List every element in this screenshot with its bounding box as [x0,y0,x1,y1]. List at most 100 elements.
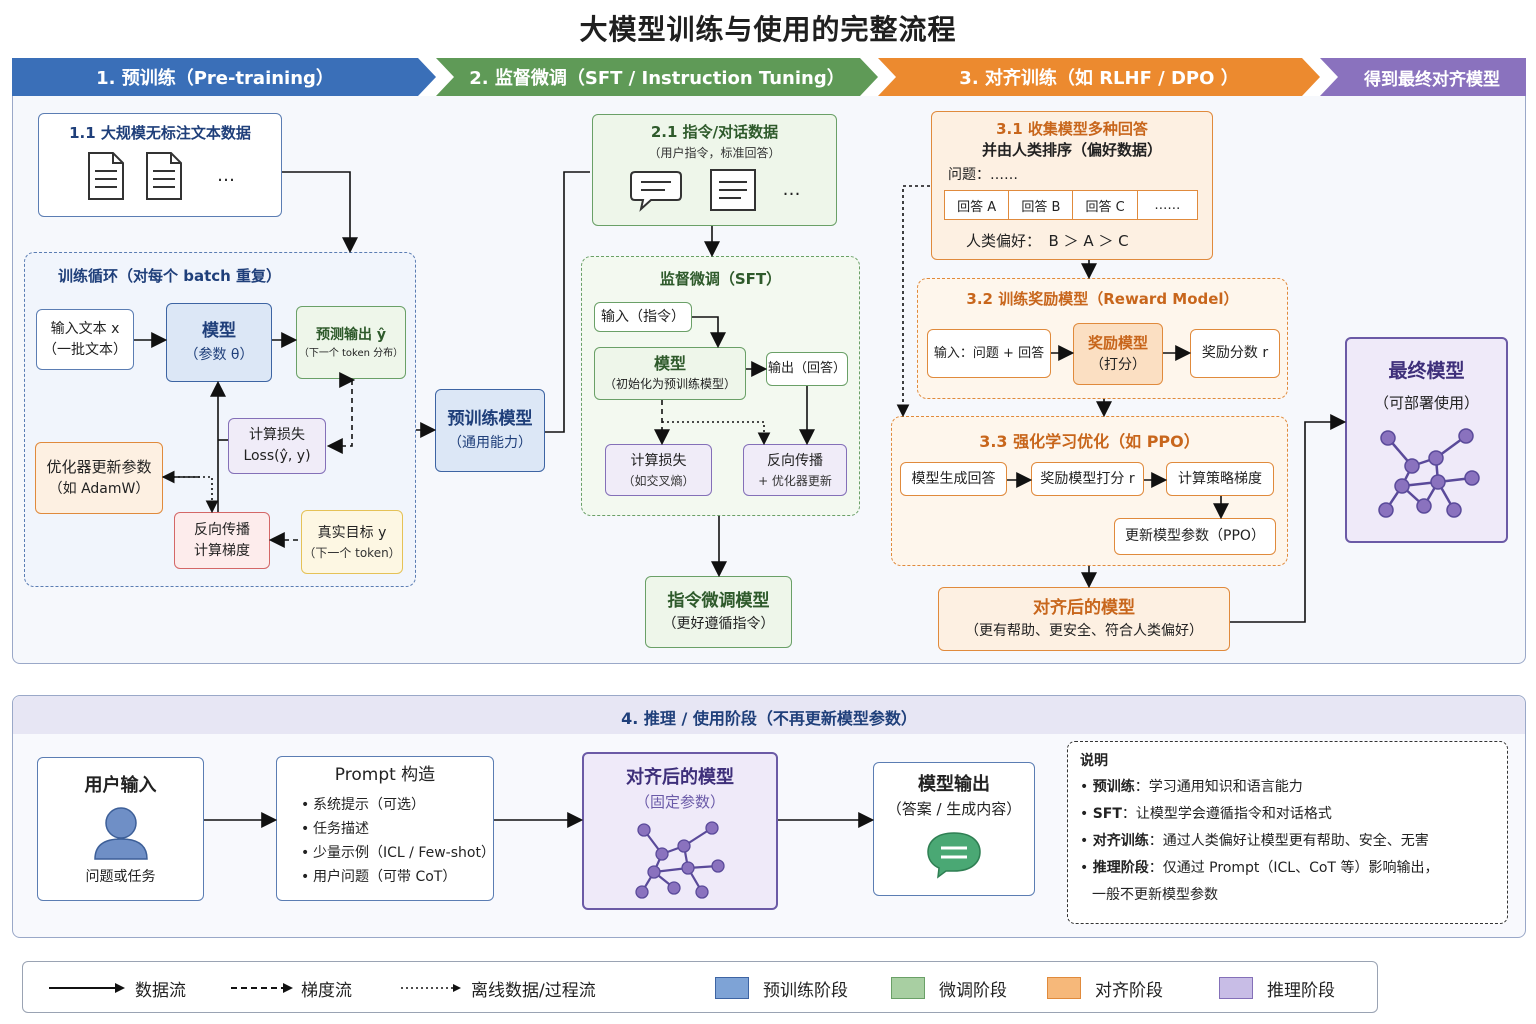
sft-input-box: 输入（指令） [594,302,692,332]
optimizer-sub: （如 AdamW） [48,480,150,497]
user-icon [93,807,148,860]
chat-bubble-icon [927,831,981,879]
rl-generate-box: 模型生成回答 [900,462,1007,496]
model-output-label: 模型输出 [918,774,990,795]
human-preference: 人类偏好： B ＞ A ＞ C [966,232,1129,250]
prompt-title: Prompt 构造 [334,765,436,785]
prompt-list: 系统提示（可选） 任务描述 少量示例（ICL / Few-shot） 用户问题（… [299,793,495,889]
solid-arrow-icon [49,983,125,993]
rl-score-box: 奖励模型打分 r [1031,462,1144,496]
note-item: • 对齐训练：通过人类偏好让模型更有帮助、安全、无害 [1080,833,1429,849]
document-icon [88,151,124,200]
pretrained-model-sub: （通用能力） [448,434,532,451]
reward-score-box: 奖励分数 r [1190,329,1280,378]
rl-title: 3.3 强化学习优化（如 PPO） [979,432,1200,451]
sft-data-sub: （用户指令，标准回答） [648,145,781,160]
rl-gradient-label: 计算策略梯度 [1178,470,1262,487]
rl-update-label: 更新模型参数（PPO） [1125,528,1265,544]
pretrained-model-label: 预训练模型 [447,409,533,430]
sft-loop-title: 监督微调（SFT） [659,270,782,288]
dotted-arrow-icon [401,984,461,992]
sft-input-label: 输入（指令） [601,308,685,325]
pretrain-model-label: 模型 [202,321,236,342]
pretrain-model-sub: （参数 θ） [184,346,254,363]
rl-update-box: 更新模型参数（PPO） [1114,518,1276,555]
sft-output-box: 输出（回答） [766,352,848,386]
pretrain-loss-formula: Loss(ŷ, y) [243,448,311,464]
rl-generate-label: 模型生成回答 [911,470,996,487]
sft-result-sub: （更好遵循指令） [662,616,775,633]
user-input-label: 用户输入 [84,775,157,796]
rl-gradient-box: 计算策略梯度 [1166,462,1274,496]
sft-loss-box: 计算损失 （如交叉熵） [605,444,712,496]
legend-offline-flow: 离线数据/过程流 [401,962,596,1014]
prompt-item: 少量示例（ICL / Few-shot） [301,841,495,865]
pretrain-model-box: 模型 （参数 θ） [166,303,272,382]
question-label: 问题：…… [948,167,1018,183]
align-swatch [1047,977,1081,999]
target-sub: （下一个 token） [303,545,401,560]
sft-backprop-sub: + 优化器更新 [758,473,832,488]
prediction-label: 预测输出 ŷ [316,326,386,343]
legend: 数据流 梯度流 离线数据/过程流 预训练阶段 微调阶段 对齐阶段 推理阶段 [22,961,1378,1013]
legend-grad-flow: 梯度流 [231,962,352,1014]
pretrain-loss-label: 计算损失 [249,427,305,443]
reward-model-label: 奖励模型 [1087,334,1148,353]
answer-row: 回答 A 回答 B 回答 C …… [944,190,1198,220]
stage-pretrain-header: 1. 预训练（Pre-training） [96,68,334,89]
inference-title: 4. 推理 / 使用阶段（不再更新模型参数） [621,709,917,728]
legend-align: 对齐阶段 [1047,962,1163,1014]
answer-b-cell: 回答 B [1009,191,1074,219]
prediction-sub: （下一个 token 分布） [298,347,404,359]
notes-title: 说明 [1080,753,1108,769]
preference-title: 3.1 收集模型多种回答 [996,120,1148,138]
aligned-model-label: 对齐后的模型 [1033,597,1135,618]
model-output-box: 模型输出 （答案 / 生成内容） [873,762,1035,896]
optimizer-box: 优化器更新参数 （如 AdamW） [35,442,163,514]
stage-align-header: 3. 对齐训练（如 RLHF / DPO ） [959,68,1239,89]
pretrain-swatch [715,977,749,999]
sft-result-box: 指令微调模型 （更好遵循指令） [645,576,792,648]
model-output-sub: （答案 / 生成内容） [886,800,1022,818]
chat-bubble-icon [629,170,682,212]
network-icon [1377,428,1480,518]
document-icon [709,168,756,211]
dashed-arrow-icon [231,983,293,993]
sft-output-label: 输出（回答） [767,361,846,377]
target-label: 真实目标 y [317,524,387,541]
sft-swatch [891,977,925,999]
prediction-box: 预测输出 ŷ （下一个 token 分布） [296,306,406,379]
pretrain-loss-box: 计算损失 Loss(ŷ, y) [228,418,326,474]
note-item: • 推理阶段：仅通过 Prompt（ICL、CoT 等）影响输出， [1080,860,1439,876]
sft-backprop-label: 反向传播 [767,452,823,469]
reward-model-sub: （打分） [1090,356,1146,373]
network-icon [635,820,725,899]
sft-result-label: 指令微调模型 [667,590,770,611]
pretrained-model-box: 预训练模型 （通用能力） [435,389,545,472]
pretrain-backprop-sub: 计算梯度 [194,542,250,559]
sft-loss-sub: （如交叉熵） [622,473,695,488]
inference-model-label: 对齐后的模型 [626,767,734,788]
answer-c-cell: 回答 C [1073,191,1138,219]
sft-backprop-box: 反向传播 + 优化器更新 [743,444,847,496]
ellipsis: … [782,179,801,200]
stage-sft-header: 2. 监督微调（SFT / Instruction Tuning） [469,68,845,89]
legend-sft: 微调阶段 [891,962,1007,1014]
sft-model-box: 模型 （初始化为预训练模型） [594,347,746,400]
legend-data-flow: 数据流 [49,962,186,1014]
legend-infer: 推理阶段 [1219,962,1335,1014]
pretrain-backprop-box: 反向传播 计算梯度 [174,512,270,569]
ellipsis: … [217,165,235,186]
inference-header-bar [13,696,1525,734]
final-model-label: 最终模型 [1388,360,1465,382]
reward-model-title: 3.2 训练奖励模型（Reward Model） [966,290,1239,308]
preference-subtitle: 并由人类排序（偏好数据） [981,141,1162,159]
note-item: • SFT：让模型学会遵循指令和对话格式 [1080,806,1332,822]
reward-model-box: 奖励模型 （打分） [1073,323,1163,385]
answer-more-cell: …… [1154,197,1181,213]
rl-score-label: 奖励模型打分 r [1040,470,1135,487]
rm-input-box: 输入：问题 + 回答 [927,329,1051,378]
final-model-box: 最终模型 （可部署使用） [1345,337,1508,543]
prompt-item: 系统提示（可选） [301,793,493,817]
reward-score-label: 奖励分数 r [1201,345,1269,361]
